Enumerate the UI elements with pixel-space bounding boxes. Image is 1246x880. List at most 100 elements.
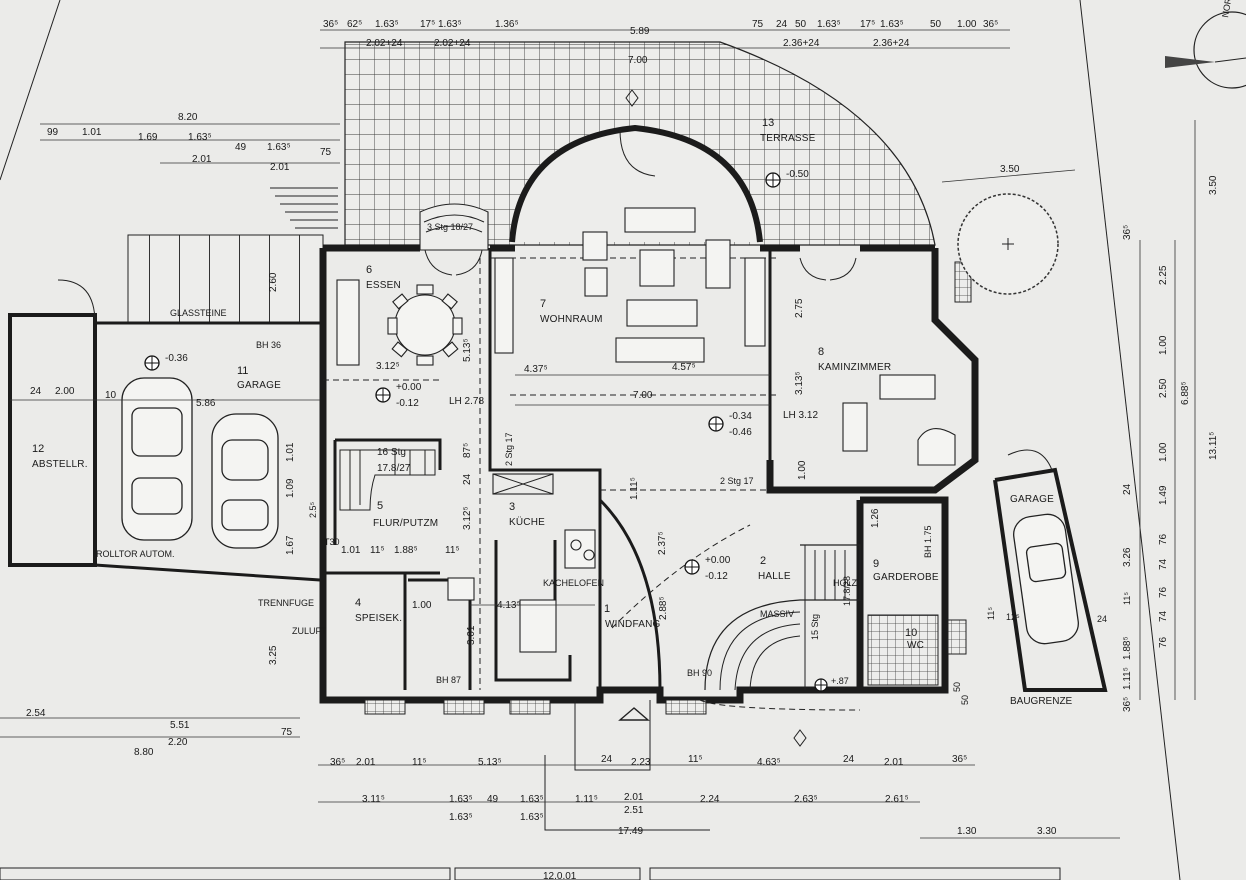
dim-bottom3-2: 49: [487, 794, 499, 805]
level-garage: -0.36: [165, 353, 188, 364]
level-wohn-b: -0.46: [729, 427, 752, 438]
note-rolltor: ROLLTOR AUTOM.: [96, 549, 175, 559]
dim-right-1: 2.25: [1158, 265, 1169, 285]
dim-garage-top-7: 1.63⁵: [267, 142, 291, 153]
note-bh90: BH 90: [687, 668, 712, 678]
essen-terrace-door: [424, 249, 483, 276]
dim-garage-top-5: 2.01: [192, 154, 212, 165]
dim-inner-24: 2.5⁵: [308, 501, 318, 518]
dim-top-0: 36⁵: [323, 19, 338, 30]
dim-bottom3-1: 1.63⁵: [449, 794, 473, 805]
windfang-curved-wall: [598, 498, 662, 691]
kamin-furniture: [842, 374, 956, 466]
kitchen-units: [408, 473, 596, 690]
dim-right-16: 6.88⁵: [1180, 381, 1191, 405]
dim-inner-16: 11⁵: [370, 545, 385, 556]
dim-top-12: 1.63⁵: [880, 19, 904, 30]
dim-garage-top-0: 8.20: [178, 112, 198, 123]
dim-garage-top-9: 75: [320, 147, 332, 158]
title-frame-mid: [454, 867, 641, 880]
level-entry: +.87: [831, 676, 849, 686]
stair-hall-wall: [333, 438, 442, 545]
dim-top-4: 1.63⁵: [438, 19, 462, 30]
dim-top2-1: 2.02+24: [434, 38, 471, 49]
dim-top-5: 1.36⁵: [495, 19, 519, 30]
level-wohn-a: -0.34: [729, 411, 752, 422]
dim-bottom3-13: 1.30: [957, 826, 977, 837]
dim-inner-29: 3.50: [1000, 164, 1020, 175]
dim-bottom1-3: 2.20: [168, 737, 188, 748]
note-trennfuge: TRENNFUGE: [258, 598, 314, 608]
note-massiv: MASSIV: [760, 609, 794, 619]
note-stair-wohn: 2 Stg 17: [504, 432, 514, 466]
flur-staircase: [339, 449, 436, 511]
kaminzimmer-wall: [766, 248, 979, 494]
note-stair-halle-a: 15 Stg: [810, 614, 820, 640]
dim-top2-2: 2.36+24: [783, 38, 820, 49]
dim-inner-4: 5.13⁵: [462, 338, 473, 362]
dim-bottom2-8: 24: [843, 754, 855, 765]
dim-bottom3-9: 1.63⁵: [449, 812, 473, 823]
note-lh278: LH 2.78: [449, 396, 484, 407]
dim-inner-22: 1.09: [285, 478, 296, 498]
note-kachelofen: KACHELOFEN: [543, 578, 604, 588]
storage-door-swing: [57, 279, 96, 324]
dim-bottom2-2: 11⁵: [412, 757, 427, 768]
dim-inner-13: 1.00: [412, 600, 432, 611]
dim-right-6: 24: [1122, 483, 1133, 495]
dim-garage-4: 2.60: [268, 272, 279, 292]
dim-right-19: 11⁵: [986, 607, 996, 620]
room-4-name: SPEISEK.: [355, 613, 402, 624]
dim-inner-9: 2.37⁵: [657, 531, 668, 555]
note-stair-halle-b: 17.8/28: [842, 576, 852, 606]
room-10-num: 10: [905, 627, 917, 639]
dim-inner-21: 1.11⁵: [629, 477, 640, 500]
entry-arrow-icon: [618, 707, 650, 721]
dim-bottom2-9: 2.01: [884, 757, 904, 768]
room-1-name: WINDFANG: [605, 619, 661, 630]
dim-garage-2: 10: [105, 390, 117, 401]
room-5-name: FLUR/PUTZM: [373, 518, 438, 529]
window-kueche-1: [443, 699, 485, 715]
level-halle-b: -0.12: [705, 571, 728, 582]
plot-boundary-left: [0, 0, 61, 181]
note-holz: HOLZ: [833, 578, 858, 588]
dim-inner-11: 1.26: [870, 508, 881, 528]
dim-bottom3-10: 1.63⁵: [520, 812, 544, 823]
room-12-num: 12: [32, 443, 44, 455]
dim-inner-6: 2.75: [794, 298, 805, 318]
dim-garage-1: 2.00: [55, 386, 75, 397]
dim-right-0: 36⁵: [1122, 225, 1133, 240]
dim-top-11: 17⁵: [860, 19, 875, 30]
dim-bottom3-11: 2.51: [624, 805, 644, 816]
room-13-name: TERRASSE: [760, 133, 816, 144]
dim-top-1: 62⁵: [347, 19, 362, 30]
title-frame-left: [0, 867, 451, 880]
window-speisek: [364, 699, 406, 715]
level-halle-a: +0.00: [705, 555, 731, 566]
dim-bottom1-2: 75: [281, 727, 293, 738]
dim-bottom2-0: 36⁵: [330, 757, 345, 768]
wc-tiles: [867, 614, 939, 686]
dim-inner-15: 1.01: [341, 545, 361, 556]
dim-top2-0: 2.02+24: [366, 38, 403, 49]
room-10-name: WC: [907, 640, 924, 651]
dim-garage-top-2: 1.01: [82, 127, 102, 138]
note-stair-terrace: 3 Stg 18/27: [427, 222, 473, 232]
sideboard-essen: [336, 279, 360, 366]
kueche-wall: [488, 248, 602, 690]
dim-top-13: 50: [930, 19, 942, 30]
room-8-num: 8: [818, 346, 824, 358]
room-6-name: ESSEN: [366, 280, 401, 291]
dim-bottom2-7: 4.63⁵: [757, 757, 781, 768]
room-13-num: 13: [762, 117, 774, 129]
dim-top-8: 24: [776, 19, 788, 30]
room-3-name: KÜCHE: [509, 516, 545, 528]
garage-door-line: [94, 563, 321, 582]
dim-top-9: 50: [795, 19, 807, 30]
car-1: [121, 377, 193, 541]
dim-inner-20: 3.12⁵: [462, 506, 473, 530]
plot-boundary-right: [1079, 0, 1181, 880]
room-11-num: 11: [237, 365, 248, 377]
dim-right-22: 11⁵: [1122, 592, 1132, 605]
